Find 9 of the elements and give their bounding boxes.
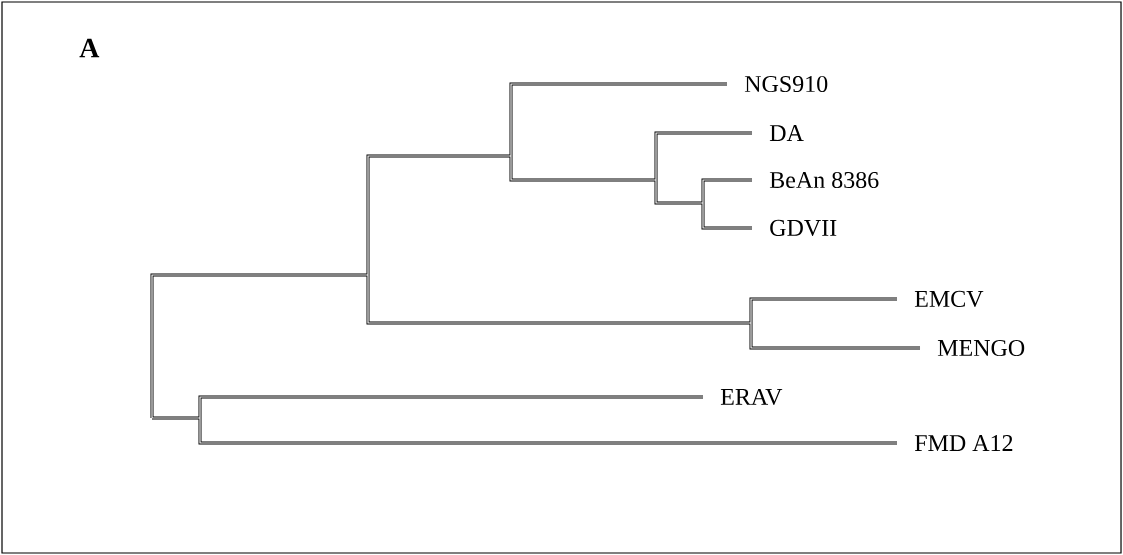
leaf-label: ERAV: [720, 388, 783, 406]
leaf-label: EMCV: [914, 290, 984, 308]
leaf-label: FMD A12: [914, 435, 1013, 451]
leaf-label: GDVII: [770, 219, 837, 237]
panel-letter: A: [79, 38, 100, 58]
leaf-label: NGS910: [744, 75, 828, 93]
leaf-label: DA: [769, 125, 804, 141]
leaf-label: MENGO: [937, 339, 1025, 357]
leaf-label: BeAn 8386: [769, 171, 879, 189]
